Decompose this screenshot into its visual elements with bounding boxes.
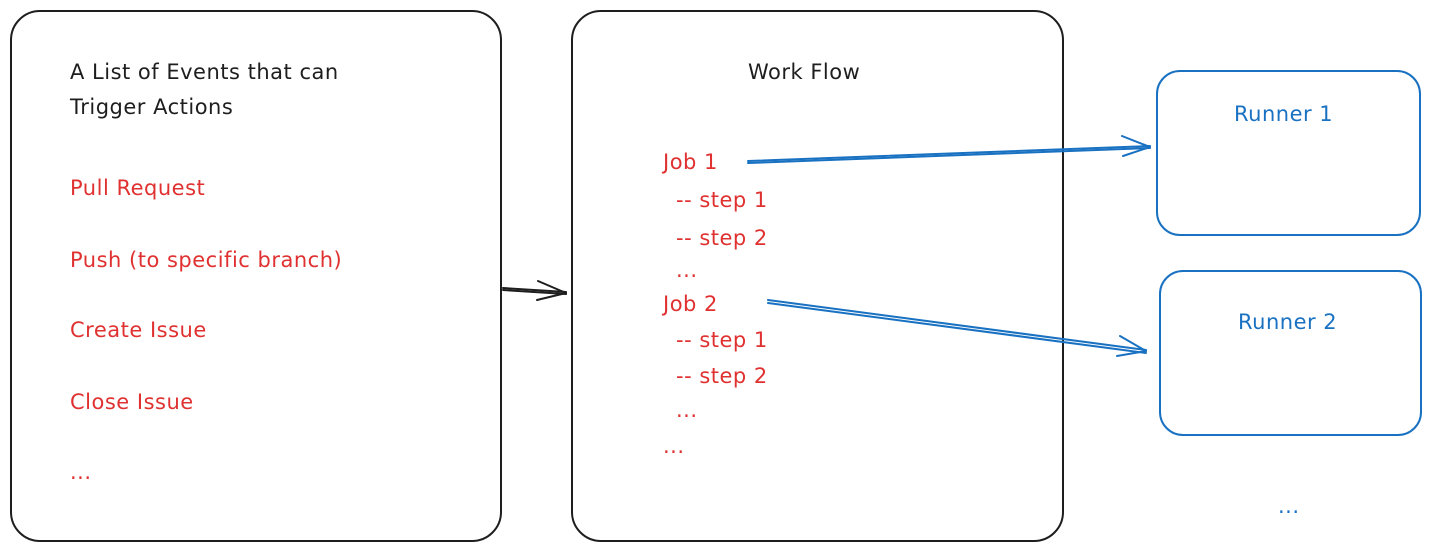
events-title-line2: Trigger Actions	[70, 95, 234, 119]
job-2-label: Job 2	[663, 292, 718, 316]
runner-1-label: Runner 1	[1234, 102, 1334, 126]
job-1-more: ...	[676, 258, 698, 282]
event-pull-request: Pull Request	[70, 176, 206, 200]
runners-more: ...	[1278, 494, 1300, 518]
job-2-more: ...	[676, 398, 698, 422]
runner-2-box	[1159, 270, 1422, 436]
job-1-step-1: -- step 1	[676, 188, 768, 212]
event-create-issue: Create Issue	[70, 318, 207, 342]
event-push: Push (to specific branch)	[70, 248, 343, 272]
jobs-more: ...	[663, 434, 685, 458]
job-2-step-2: -- step 2	[676, 364, 768, 388]
runner-2-label: Runner 2	[1238, 310, 1338, 334]
workflow-panel	[571, 10, 1064, 542]
event-more: ...	[70, 460, 92, 484]
job-2-step-1: -- step 1	[676, 328, 768, 352]
event-close-issue: Close Issue	[70, 390, 194, 414]
runner-1-box	[1156, 70, 1421, 236]
job-1-label: Job 1	[663, 150, 718, 174]
events-panel	[10, 10, 502, 542]
events-title-line1: A List of Events that can	[70, 60, 339, 84]
arrow-events-to-workflow	[502, 280, 567, 301]
arrow-job2-to-runner2	[767, 299, 1147, 357]
job-1-step-2: -- step 2	[676, 226, 768, 250]
arrow-job1-to-runner1	[747, 135, 1151, 164]
workflow-title: Work Flow	[748, 60, 861, 84]
